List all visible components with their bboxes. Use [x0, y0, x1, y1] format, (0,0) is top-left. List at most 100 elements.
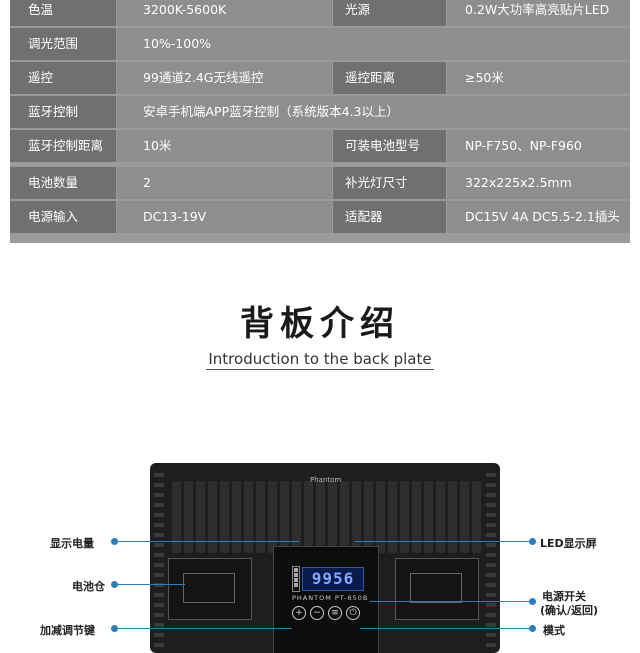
heatsink-ridge [172, 481, 181, 553]
spec-value: NP-F750、NP-F960 [447, 130, 630, 162]
spec-label: 补光灯尺寸 [333, 167, 446, 199]
callout-line [115, 628, 292, 629]
heatsink-ridge [292, 481, 301, 553]
heatsink-ridge [424, 481, 433, 553]
spec-row: 蓝牙控制距离 10米 可装电池型号 NP-F750、NP-F960 [10, 130, 630, 162]
brand-logo: Phantom [310, 476, 342, 484]
callout-line [115, 584, 185, 585]
edge-ridge [486, 513, 496, 517]
spec-value: ≥50米 [447, 62, 630, 94]
callout-dot [529, 538, 536, 545]
spec-value: 10%-100% [117, 28, 630, 60]
heatsink-ridge [400, 481, 409, 553]
heatsink-ridge [340, 481, 349, 553]
edge-ridge [486, 493, 496, 497]
callout-mode: 模式 [543, 624, 565, 637]
edge-ridge [154, 623, 164, 627]
heatsink-ridge [316, 481, 325, 553]
callout-dot [111, 581, 118, 588]
edge-ridge [154, 473, 164, 477]
edge-ridge [486, 613, 496, 617]
edge-ridge [486, 633, 496, 637]
callout-line [355, 541, 531, 542]
led-display: 9956 [302, 567, 364, 591]
heatsink-ridge [448, 481, 457, 553]
callout-dot [111, 538, 118, 545]
callout-battery-display: 显示电量 [50, 537, 94, 550]
spec-value: 99通道2.4G无线遥控 [117, 62, 332, 94]
spec-label: 光源 [333, 0, 446, 26]
plus-button[interactable]: + [292, 606, 306, 620]
spec-value: 10米 [117, 130, 332, 162]
spec-label: 蓝牙控制距离 [10, 130, 116, 162]
edge-ridge [486, 503, 496, 507]
heatsink-ridge [352, 481, 361, 553]
edge-ridge [486, 603, 496, 607]
heatsink-ridge [220, 481, 229, 553]
spec-value: 安卓手机端APP蓝牙控制（系统版本4.3以上） [117, 96, 630, 128]
heatsink-ridge [280, 481, 289, 553]
edge-ridge [154, 593, 164, 597]
spec-label: 电池数量 [10, 167, 116, 199]
heatsink-ridge [472, 481, 481, 553]
spec-label: 蓝牙控制 [10, 96, 116, 128]
edge-ridge [486, 563, 496, 567]
mode-button[interactable]: ≡ [328, 606, 342, 620]
spec-label: 电源输入 [10, 201, 116, 233]
heatsink-ridge [364, 481, 373, 553]
minus-button[interactable]: − [310, 606, 324, 620]
heatsink-ridge [460, 481, 469, 553]
edge-ridge [154, 583, 164, 587]
heatsink-ridge [232, 481, 241, 553]
edge-ridge [486, 473, 496, 477]
spec-row: 蓝牙控制 安卓手机端APP蓝牙控制（系统版本4.3以上） [10, 96, 630, 128]
heatsink-ridge [196, 481, 205, 553]
section-title: 背板介绍 [240, 304, 400, 344]
section-subtitle: Introduction to the back plate [208, 350, 432, 368]
callout-line [370, 601, 531, 602]
edge-ridge [154, 503, 164, 507]
edge-ridge [154, 483, 164, 487]
power-button[interactable]: ⏻ [346, 606, 360, 620]
model-label: PHANTOM PT-650B [292, 594, 369, 602]
edge-ridge [486, 533, 496, 537]
heatsink-ridge [244, 481, 253, 553]
spec-label: 适配器 [333, 201, 446, 233]
spec-value: 322x225x2.5mm [447, 167, 630, 199]
edge-ridge [154, 553, 164, 557]
edge-ridge [154, 613, 164, 617]
spec-table: 色温 3200K-5600K 光源 0.2W大功率高亮贴片LED 调光范围 10… [10, 0, 630, 243]
edge-ridge [486, 573, 496, 577]
heatsink-ridge [208, 481, 217, 553]
spec-label: 色温 [10, 0, 116, 26]
edge-ridge [486, 623, 496, 627]
heatsink-ridge [328, 481, 337, 553]
callout-dot [529, 598, 536, 605]
spec-row: 色温 3200K-5600K 光源 0.2W大功率高亮贴片LED [10, 0, 630, 26]
heatsink-ridge [436, 481, 445, 553]
spec-row: 电池数量 2 补光灯尺寸 322x225x2.5mm [10, 167, 630, 199]
heatsink-ridge [388, 481, 397, 553]
callout-line [115, 541, 299, 542]
callout-dot [111, 625, 118, 632]
battery-level-indicator [292, 566, 300, 592]
edge-ridge [154, 633, 164, 637]
spec-value: 3200K-5600K [117, 0, 332, 26]
edge-ridge [486, 523, 496, 527]
spec-value: DC15V 4A DC5.5-2.1插头 [447, 201, 630, 233]
spec-row: 电源输入 DC13-19V 适配器 DC15V 4A DC5.5-2.1插头 [10, 201, 630, 233]
heatsink-ridge [376, 481, 385, 553]
heatsink-ridge [184, 481, 193, 553]
spec-row: 遥控 99通道2.4G无线遥控 遥控距离 ≥50米 [10, 62, 630, 94]
back-plate-image: Phantom 9956 PHANTOM PT-650B + − ≡ ⏻ [150, 463, 500, 653]
edge-ridge [154, 603, 164, 607]
edge-ridge [154, 643, 164, 647]
spec-value: 0.2W大功率高亮贴片LED [447, 0, 630, 26]
edge-ridge [486, 593, 496, 597]
callout-line [360, 628, 531, 629]
edge-ridge [486, 553, 496, 557]
edge-ridge [486, 543, 496, 547]
callout-battery-bay: 电池仓 [72, 580, 105, 593]
subtitle-underline [206, 369, 434, 370]
battery-bay-left [168, 558, 252, 620]
